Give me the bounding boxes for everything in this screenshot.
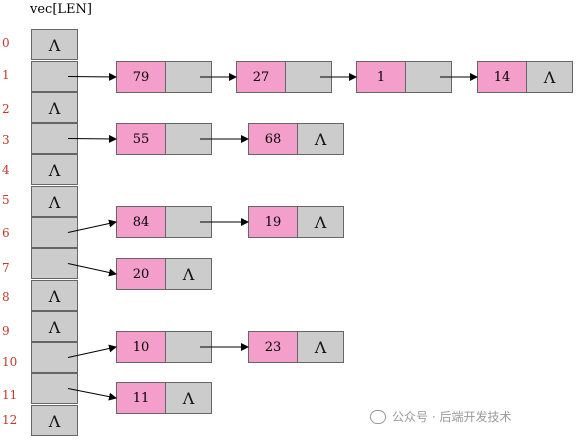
index-label: 6 (2, 226, 10, 240)
index-label: 10 (2, 355, 18, 369)
node-value: 20 (117, 259, 166, 289)
null-pointer-symbol: Λ (48, 412, 61, 431)
bucket-slot (31, 123, 78, 154)
list-node: 79 (116, 61, 212, 93)
index-label: 9 (2, 324, 10, 338)
list-node: 10 (116, 331, 212, 363)
node-next-pointer: Λ (298, 332, 343, 362)
index-label: 2 (2, 102, 10, 116)
bucket-slot: Λ (31, 186, 78, 217)
list-node: 1 (356, 61, 452, 93)
index-label: 1 (2, 68, 10, 82)
null-pointer-symbol: Λ (48, 161, 61, 180)
node-next-pointer (406, 62, 451, 92)
node-next-pointer (166, 207, 211, 237)
index-label: 5 (2, 193, 10, 207)
node-next-pointer (166, 332, 211, 362)
node-value: 55 (117, 124, 166, 154)
index-label: 12 (2, 413, 18, 427)
node-next-pointer: Λ (166, 259, 211, 289)
node-next-pointer: Λ (298, 124, 343, 154)
bucket-slot: Λ (31, 405, 78, 436)
bucket-slot: Λ (31, 154, 78, 185)
bucket-slot (31, 342, 78, 373)
node-next-pointer (166, 124, 211, 154)
index-label: 7 (2, 261, 10, 275)
node-value: 11 (117, 383, 166, 413)
bucket-slot (31, 61, 78, 92)
node-value: 19 (249, 207, 298, 237)
node-next-pointer (286, 62, 331, 92)
index-label: 0 (2, 36, 10, 50)
node-next-pointer: Λ (527, 62, 572, 92)
node-value: 79 (117, 62, 166, 92)
bucket-slot (31, 248, 78, 279)
index-label: 8 (2, 290, 10, 304)
watermark-text: 公众号 · 后端开发技术 (392, 410, 512, 424)
null-pointer-symbol: Λ (48, 99, 61, 118)
bucket-slot: Λ (31, 311, 78, 342)
index-label: 3 (2, 133, 10, 147)
node-value: 1 (357, 62, 406, 92)
node-next-pointer (166, 62, 211, 92)
node-next-pointer: Λ (298, 207, 343, 237)
wechat-icon (370, 409, 386, 424)
node-value: 23 (249, 332, 298, 362)
null-pointer-symbol: Λ (48, 36, 61, 55)
array-title: vec[LEN] (30, 2, 92, 17)
bucket-slot: Λ (31, 92, 78, 123)
list-node: 84 (116, 206, 212, 238)
node-next-pointer: Λ (166, 383, 211, 413)
index-label: 4 (2, 163, 10, 177)
list-node: 27 (236, 61, 332, 93)
null-pointer-symbol: Λ (48, 193, 61, 212)
list-node: 55 (116, 123, 212, 155)
null-pointer-symbol: Λ (48, 318, 61, 337)
watermark: 公众号 · 后端开发技术 (370, 408, 511, 425)
node-value: 14 (478, 62, 527, 92)
bucket-slot: Λ (31, 280, 78, 311)
bucket-slot (31, 373, 78, 404)
index-label: 11 (2, 388, 18, 402)
node-value: 10 (117, 332, 166, 362)
null-pointer-symbol: Λ (48, 287, 61, 306)
node-value: 68 (249, 124, 298, 154)
bucket-slot: Λ (31, 29, 78, 60)
node-value: 84 (117, 207, 166, 237)
bucket-slot (31, 217, 78, 248)
node-value: 27 (237, 62, 286, 92)
